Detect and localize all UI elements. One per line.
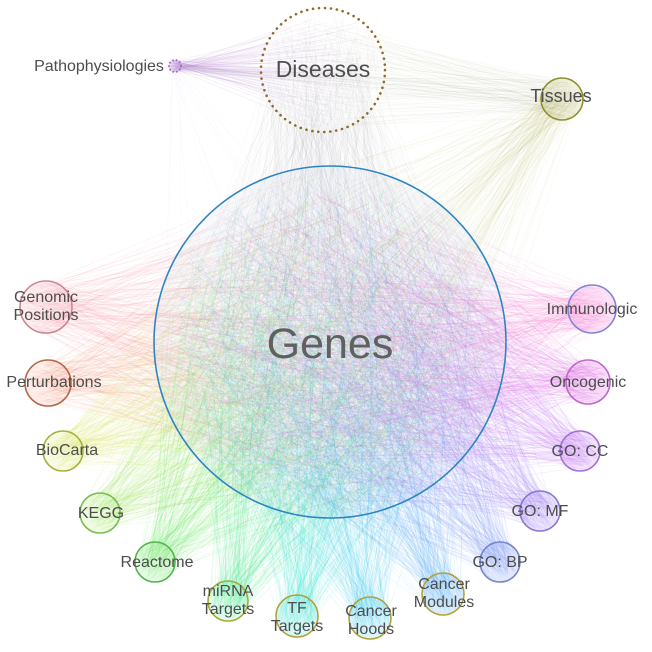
node-circle-immunologic[interactable] bbox=[567, 284, 617, 334]
edge-bundle-genes-reactome bbox=[137, 194, 481, 580]
edge-bundle-genes-go_bp bbox=[166, 179, 519, 581]
edge-bundle-pathophysiologies-tissues bbox=[169, 61, 577, 118]
node-circle-genes[interactable] bbox=[153, 165, 507, 519]
edge-bundle-genes-biocarta bbox=[44, 177, 495, 510]
node-circle-tf_targets[interactable] bbox=[275, 594, 319, 638]
node-circle-go_cc[interactable] bbox=[559, 430, 601, 472]
node-circle-cancer_modules[interactable] bbox=[421, 572, 465, 616]
edge-bundle-genes-tissues bbox=[164, 79, 582, 507]
node-circle-go_mf[interactable] bbox=[519, 490, 561, 532]
node-circle-mirna_targets[interactable] bbox=[207, 580, 249, 622]
node-circle-go_bp[interactable] bbox=[479, 541, 521, 583]
edge-bundle-genes-go_cc bbox=[171, 180, 599, 504]
edge-bundle-genes-mirna_targets bbox=[184, 176, 492, 621]
node-circle-genomic_positions[interactable] bbox=[19, 280, 73, 334]
edge-bundle-genes-perturbations bbox=[26, 177, 494, 506]
edge-bundle-genes-go_mf bbox=[165, 181, 559, 531]
node-circle-cancer_hoods[interactable] bbox=[348, 596, 392, 640]
edge-bundle-diseases-tissues bbox=[267, 18, 582, 130]
edge-bundle-genes-tf_targets bbox=[176, 188, 499, 637]
edge-bundle-genes-cancer_modules bbox=[172, 186, 489, 614]
node-circle-biocarta[interactable] bbox=[42, 430, 84, 472]
node-circle-diseases[interactable] bbox=[259, 6, 387, 134]
node-circle-tissues[interactable] bbox=[540, 77, 584, 121]
node-circle-pathophysiologies[interactable] bbox=[168, 59, 182, 73]
edge-bundle-pathophysiologies-genes bbox=[164, 62, 449, 445]
node-circle-kegg[interactable] bbox=[79, 492, 121, 534]
node-circle-oncogenic[interactable] bbox=[565, 359, 611, 405]
edge-bundle-genes-cancer_hoods bbox=[163, 186, 487, 636]
edge-bundle-genes-oncogenic bbox=[171, 176, 609, 501]
edge-bundle-genes-kegg bbox=[80, 174, 498, 532]
node-circle-reactome[interactable] bbox=[134, 541, 176, 583]
edge-bundle-pathophysiologies-diseases bbox=[169, 19, 377, 128]
edge-bundle-genes-genomic_positions bbox=[22, 176, 484, 508]
node-circle-perturbations[interactable] bbox=[24, 359, 72, 407]
